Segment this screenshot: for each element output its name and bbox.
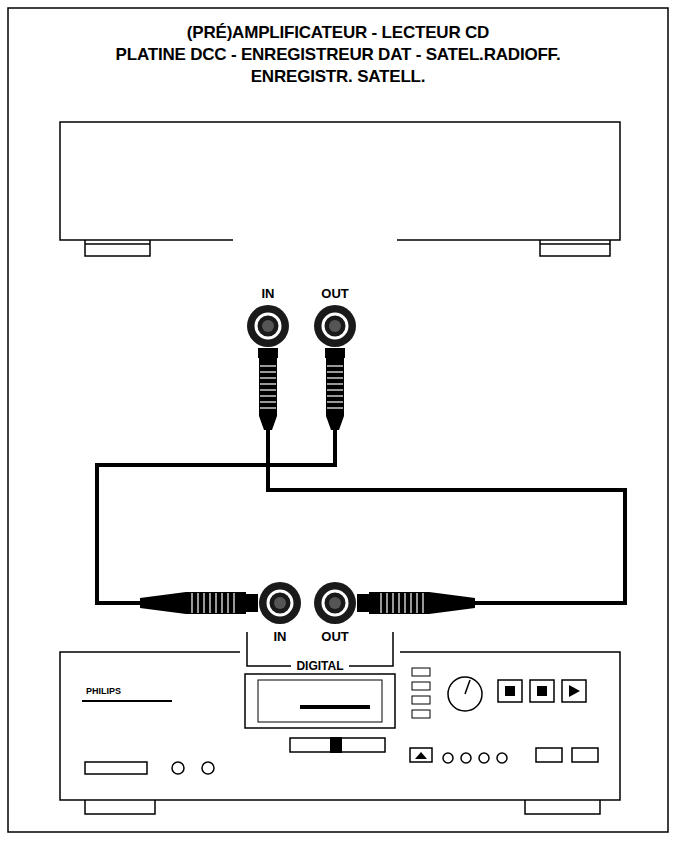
audio-cable	[97, 348, 335, 603]
jack-socket: OUT	[307, 286, 363, 348]
jack-socket: IN	[240, 286, 296, 348]
jack-circle	[258, 581, 302, 625]
jack-label: OUT	[307, 629, 363, 647]
rca-plug	[140, 592, 258, 614]
jack-label: OUT	[307, 286, 363, 304]
title-line: (PRÉ)AMPLIFICATEUR - LECTEUR CD	[8, 22, 668, 44]
audio-cable	[268, 348, 625, 603]
deck-details	[82, 680, 580, 759]
title-line: ENREGISTR. SATELL.	[8, 66, 668, 88]
jack-circle	[246, 304, 290, 348]
jack-circle	[313, 581, 357, 625]
rca-plug	[325, 348, 345, 430]
title-line: PLATINE DCC - ENREGISTREUR DAT - SATEL.R…	[8, 44, 668, 66]
jack-socket: IN	[252, 581, 308, 647]
jack-circle	[313, 304, 357, 348]
frame	[8, 8, 668, 832]
title: (PRÉ)AMPLIFICATEUR - LECTEUR CD PLATINE …	[8, 22, 668, 88]
jack-socket: OUT	[307, 581, 363, 647]
jack-label: IN	[252, 629, 308, 647]
rca-plug	[258, 348, 278, 430]
jack-label: IN	[240, 286, 296, 304]
amplifier-device	[60, 122, 620, 256]
connector-group-label: DIGITAL	[291, 659, 348, 673]
rca-plug	[357, 592, 475, 614]
brand-label: PHILIPS	[86, 686, 121, 697]
dcc-deck	[60, 652, 620, 814]
